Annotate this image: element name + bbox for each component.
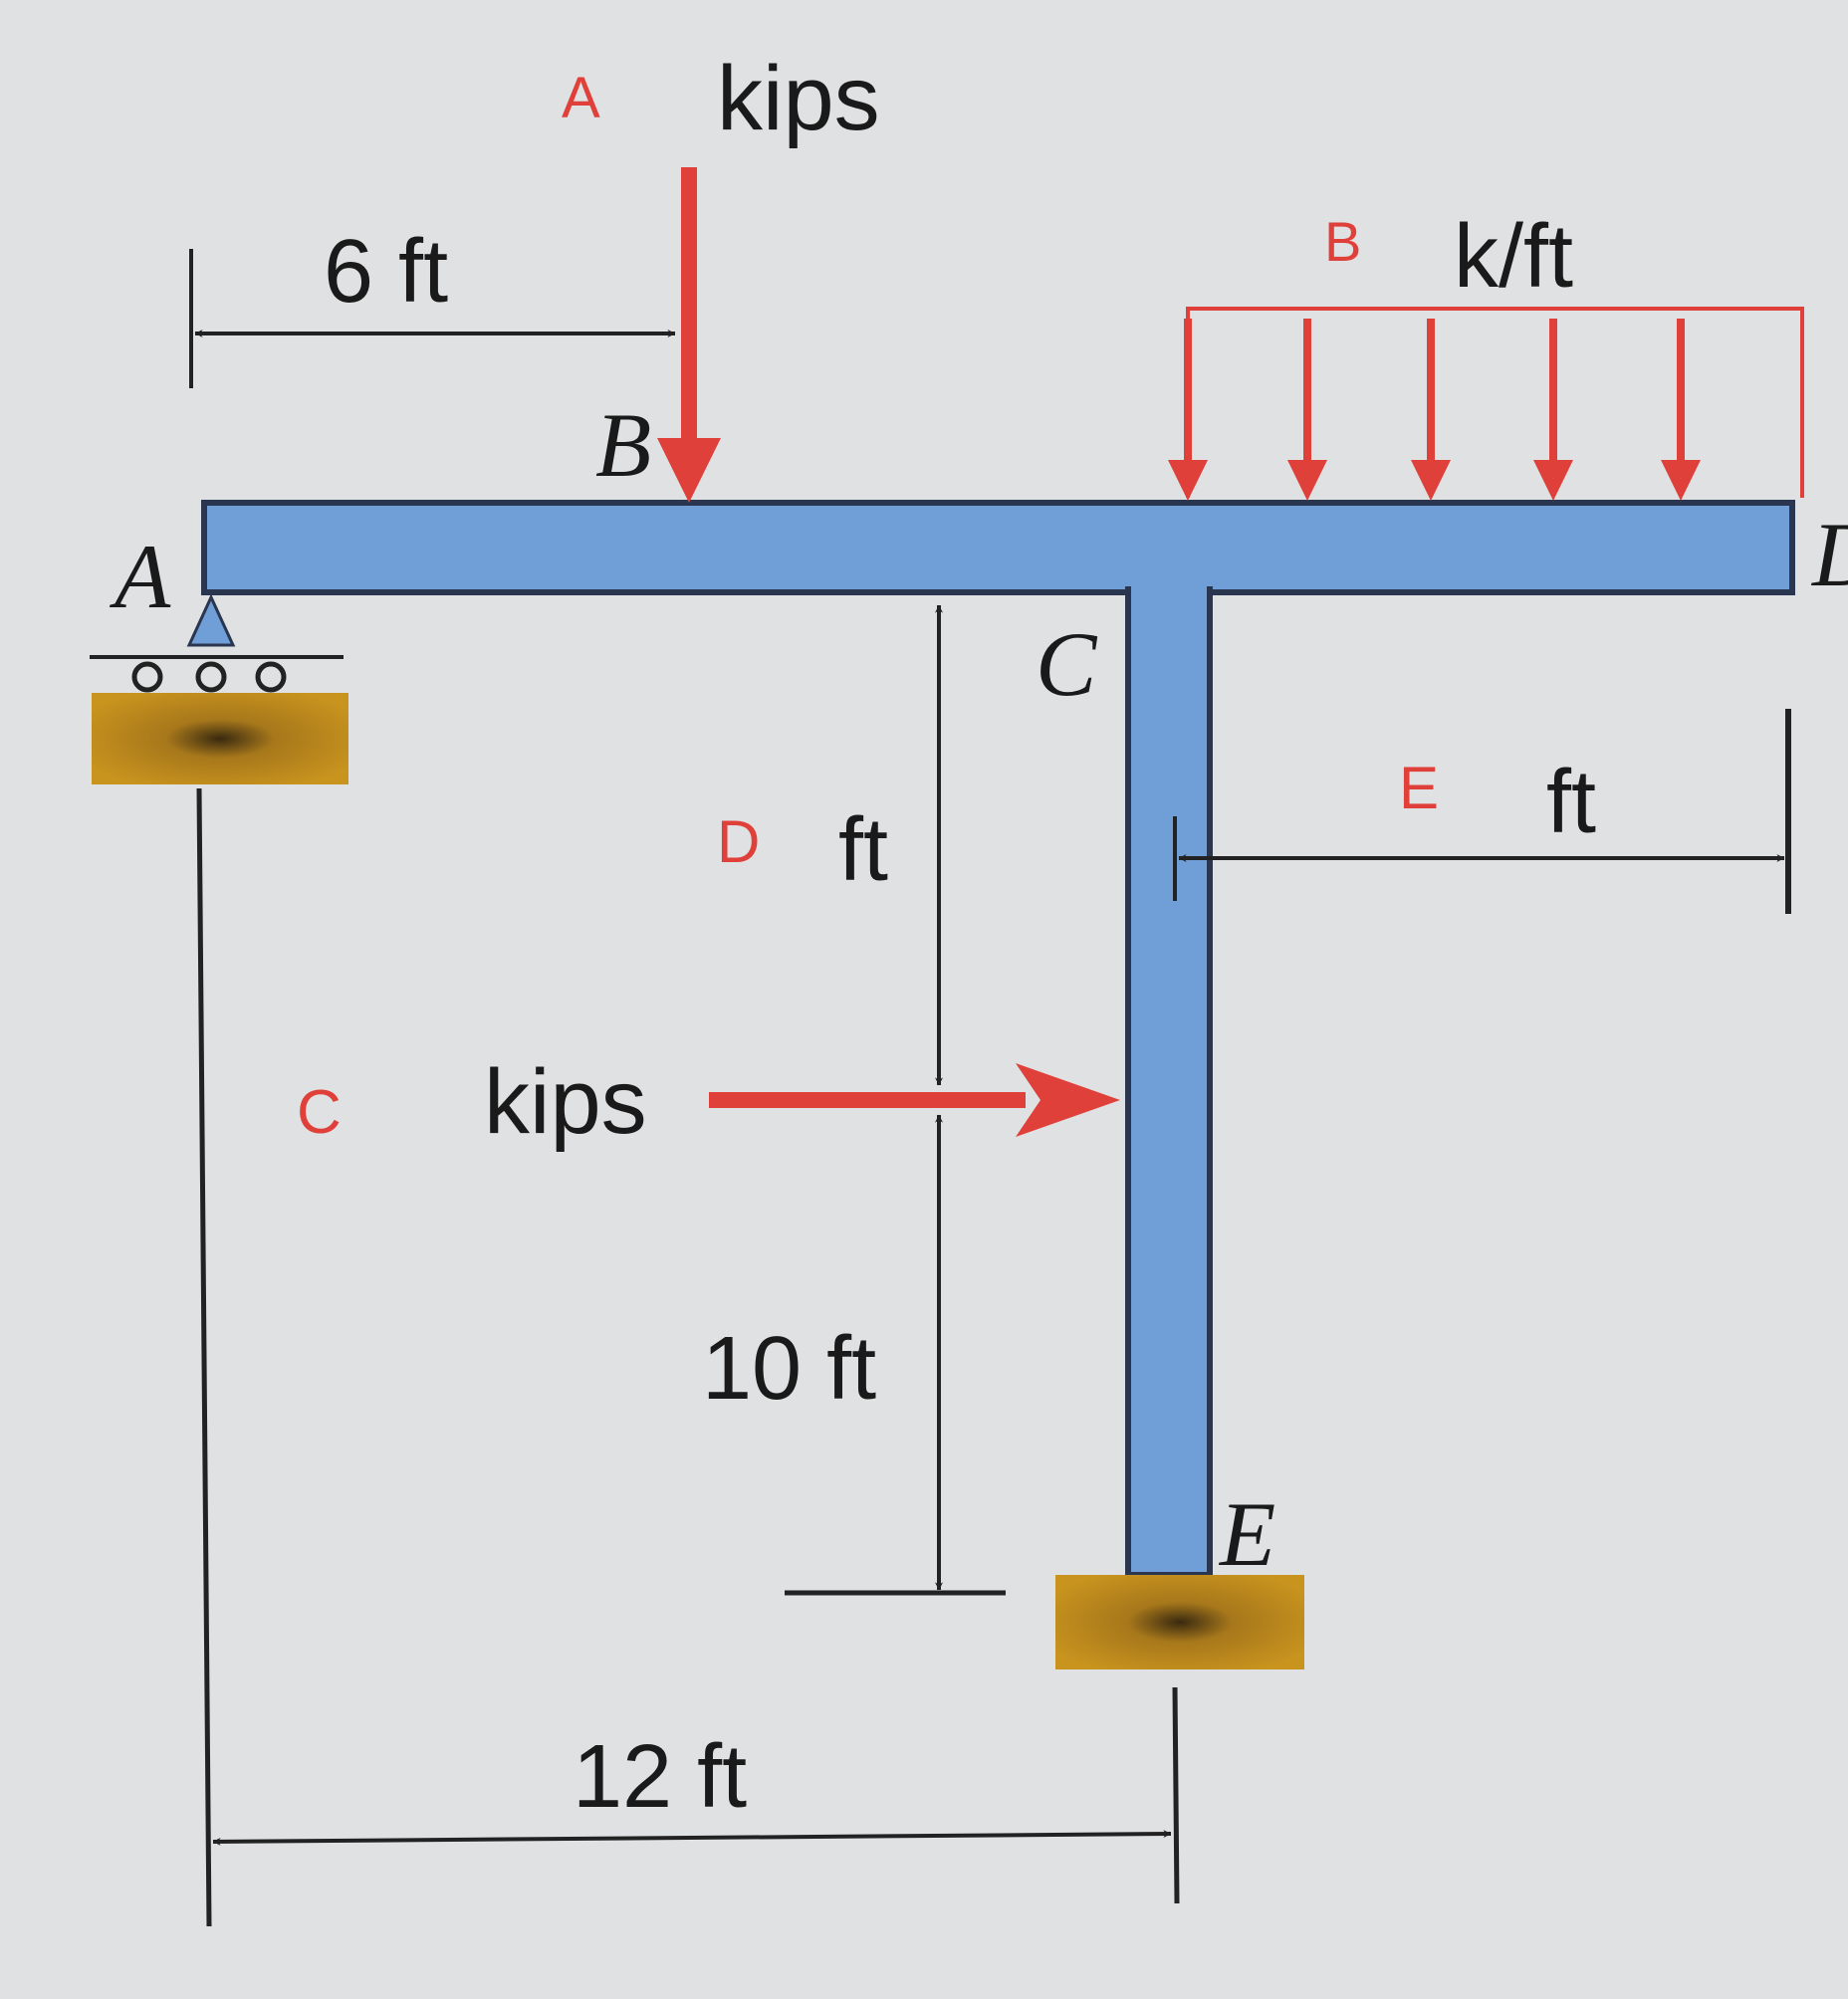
roller-support-a <box>90 593 348 784</box>
dimension-horizontal-right <box>1173 709 1791 914</box>
point-label-c: C <box>1036 613 1098 715</box>
distributed-load-arrow <box>1661 319 1701 501</box>
point-load-symbol: A <box>562 66 600 130</box>
dimension-horizontal-right-symbol: E <box>1399 755 1439 821</box>
distributed-load-arrow <box>1168 319 1208 501</box>
ground-block-a <box>92 693 348 784</box>
fixed-support-e <box>1055 1575 1304 1669</box>
roller-triangle <box>186 593 236 647</box>
distributed-load-arrow <box>1411 319 1451 501</box>
point-load-arrow <box>657 167 721 503</box>
point-label-e: E <box>1218 1483 1275 1585</box>
distributed-load-arrow <box>1287 319 1327 501</box>
point-label-b: B <box>595 394 651 496</box>
dimension-a-to-b <box>189 249 676 388</box>
point-label-a: A <box>109 526 171 627</box>
roller-wheel <box>255 661 287 693</box>
distributed-load-outline <box>1186 307 1804 498</box>
ground-block-e <box>1055 1575 1304 1669</box>
joint-cover <box>1131 582 1207 600</box>
dimension-a-to-b-label: 6 ft <box>324 222 448 322</box>
vertical-column <box>1125 586 1213 1578</box>
dimension-a-to-e <box>196 787 1180 1927</box>
dimension-vertical-upper-unit: ft <box>838 800 888 900</box>
point-label-d: D <box>1810 504 1848 605</box>
dimension-vertical-upper-symbol: D <box>717 808 760 875</box>
horizontal-load-symbol: C <box>297 1078 342 1147</box>
dimension-horizontal-right-unit: ft <box>1546 753 1596 852</box>
horizontal-load-arrow <box>709 1063 1120 1137</box>
point-load-unit: kips <box>717 48 880 149</box>
dimension-vertical <box>785 604 1006 1596</box>
frame <box>201 500 1795 1578</box>
distributed-load-unit: k/ft <box>1454 207 1573 307</box>
horizontal-load-unit: kips <box>484 1051 647 1153</box>
distributed-load-arrow <box>1533 319 1573 501</box>
dimension-vertical-lower-label: 10 ft <box>702 1319 876 1419</box>
distributed-load-symbol: B <box>1324 210 1361 273</box>
distributed-load <box>1168 307 1804 501</box>
roller-wheel <box>195 661 227 693</box>
roller-wheel <box>131 661 163 693</box>
horizontal-beam <box>201 500 1795 595</box>
dimension-a-to-e-label: 12 ft <box>573 1727 747 1827</box>
